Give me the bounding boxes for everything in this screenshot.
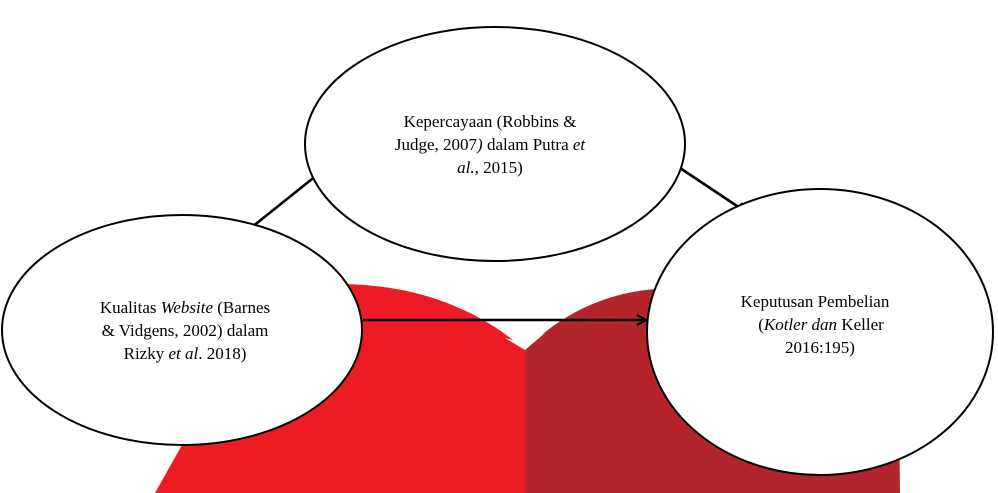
node-decision-text: Keller xyxy=(837,315,884,334)
node-decision-ellipse xyxy=(646,188,994,476)
node-decision-line3: 2016:195) xyxy=(785,338,855,357)
node-website-line3: Rizky et al. 2018) xyxy=(40,342,330,365)
node-trust-line2: Judge, 2007) dalam Putra et xyxy=(340,133,640,156)
node-trust-ellipse xyxy=(304,26,686,262)
node-trust-text: Judge, 2007 xyxy=(394,135,478,154)
node-decision-text: ( xyxy=(758,315,764,334)
node-website-text: Kualitas xyxy=(99,298,161,317)
node-trust-line3: al., 2015) xyxy=(340,156,640,179)
node-decision-italic: Kotler dan xyxy=(763,315,838,334)
node-trust-text: dalam Putra xyxy=(482,135,573,154)
node-decision-line1: Keputusan Pembelian xyxy=(740,292,890,311)
node-decision-line2: (Kotler dan Keller xyxy=(705,313,925,336)
node-website-text: (Barnes xyxy=(213,298,271,317)
node-trust-line1: Kepercayaan (Robbins & xyxy=(403,112,577,131)
node-website-italic: Website xyxy=(160,298,214,317)
node-website-italic: et al xyxy=(168,344,199,363)
node-website-text: Rizky xyxy=(123,344,169,363)
node-website-line2: & Vidgens, 2002) dalam xyxy=(101,321,269,340)
node-trust-italic: ) xyxy=(477,135,483,154)
node-website-text: . 2018) xyxy=(198,344,247,363)
node-website-label: Kualitas Website (Barnes & Vidgens, 2002… xyxy=(40,296,330,365)
node-trust-italic: et xyxy=(572,135,586,154)
node-website-line1: Kualitas Website (Barnes xyxy=(40,296,330,319)
edge-website-to-trust xyxy=(251,171,322,229)
node-trust-text: , 2015) xyxy=(474,158,523,177)
node-trust-italic: al. xyxy=(457,158,475,177)
book-page-notch xyxy=(505,333,545,350)
node-decision-label: Keputusan Pembelian (Kotler dan Keller 2… xyxy=(705,290,925,359)
node-trust-label: Kepercayaan (Robbins & Judge, 2007) dala… xyxy=(340,110,640,179)
node-website-ellipse xyxy=(1,214,363,446)
